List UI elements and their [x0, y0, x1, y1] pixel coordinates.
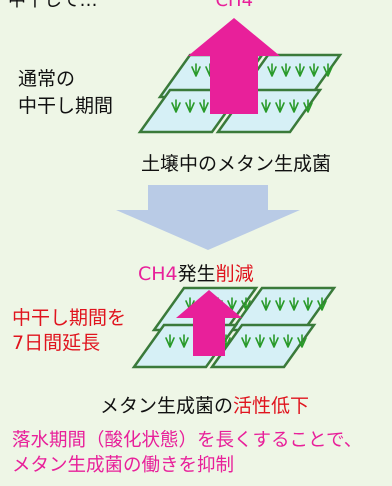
soil-methanogen-label: 土壌中のメタン生成菌	[141, 153, 332, 175]
normal-period-line2: 中干し期間	[18, 95, 114, 117]
bottom-message: 落水期間（酸化状態）を長くすることで、 メタン生成菌の働きを抑制	[12, 428, 362, 478]
activity-decrease-text: 活性低下	[233, 395, 310, 417]
activity-prefix: メタン生成菌の	[100, 395, 234, 417]
extended-period-line2: 7日間延長	[12, 332, 101, 354]
emission-text: 発生	[177, 263, 216, 285]
normal-period-line1: 通常の	[18, 68, 76, 90]
ch4-text: CH4	[138, 263, 178, 285]
top-ch4-label: CH4	[215, 0, 254, 11]
up-arrow-icon	[176, 290, 242, 356]
activity-decrease-label: メタン生成菌の活性低下	[100, 391, 309, 418]
reduction-text: 削減	[215, 263, 254, 285]
up-arrow-icon	[188, 18, 280, 114]
top-cut-text: 中干しで… CH4	[8, 0, 253, 12]
bottom-message-line2: メタン生成菌の働きを抑制	[12, 455, 235, 476]
down-arrow-icon	[116, 185, 300, 250]
top-cut-prefix: 中干しで…	[8, 0, 98, 11]
normal-period-label: 通常の 中干し期間	[18, 66, 113, 120]
extended-period-line1: 中干し期間を	[12, 307, 127, 329]
extended-period-label: 中干し期間を 7日間延長	[12, 306, 126, 356]
rice-field-group-bottom	[131, 286, 337, 369]
bottom-message-line1: 落水期間（酸化状態）を長くすることで、	[12, 430, 363, 451]
ch4-reduction-label: CH4発生削減	[138, 259, 254, 286]
